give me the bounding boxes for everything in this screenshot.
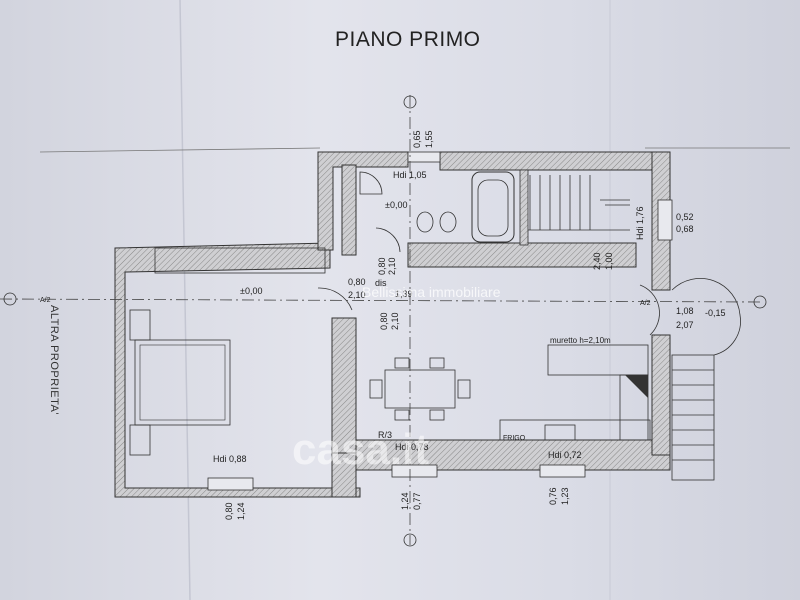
bathtub — [471, 171, 515, 243]
label-hdi-072: Hdi 0,72 — [548, 450, 582, 460]
sofa-top — [154, 247, 326, 274]
label-dim-124b: 1,24 — [400, 492, 410, 510]
label-dim-210b: 2,10 — [348, 290, 366, 300]
bathtub-inner — [477, 179, 509, 237]
label-dim-076: 0,76 — [548, 487, 558, 505]
label-hdi-stair: Hdi 1,76 — [635, 206, 645, 240]
label-dim-065: 0,65 — [412, 130, 422, 148]
label-bath-level: ±0,00 — [385, 200, 407, 210]
wall-corridor — [407, 242, 637, 268]
fireplace-icon — [625, 375, 648, 398]
label-r3: R/3 — [378, 430, 392, 440]
external-staircase — [671, 278, 741, 481]
door-swing-bath — [375, 227, 401, 253]
label-hdi-088: Hdi 0,88 — [213, 454, 247, 464]
label-dim-080b: 0,80 — [348, 277, 366, 287]
wall-right-bottom — [651, 334, 671, 456]
bed — [134, 339, 231, 426]
label-dim-015: -0,15 — [705, 308, 726, 318]
label-dim-108: 1,08 — [676, 306, 694, 316]
window-stair — [657, 199, 673, 241]
label-dim-139: 1,39 — [395, 289, 413, 299]
label-dim-100: 1,00 — [604, 252, 614, 270]
dining-chairs — [369, 357, 471, 421]
bed-inner — [139, 344, 226, 421]
window-left — [207, 477, 254, 491]
label-dim-068: 0,68 — [676, 224, 694, 234]
window-right — [539, 464, 586, 478]
bidet — [439, 211, 457, 233]
label-dim-080c: 0,80 — [379, 312, 389, 330]
nightstand — [129, 309, 151, 341]
label-dim-077: 0,77 — [412, 492, 422, 510]
wall-stair — [519, 169, 529, 246]
side-label: ALTRA PROPRIETA' — [48, 305, 60, 415]
window-top — [407, 151, 441, 163]
wall-top — [439, 151, 671, 171]
watermark-brand: casa.it — [292, 425, 429, 474]
bath-door-swing — [359, 171, 383, 195]
door-swing-left — [317, 287, 353, 311]
window-center — [391, 464, 438, 478]
section-axis-line — [0, 298, 761, 303]
label-frigo: FRIGO — [503, 435, 526, 442]
plan-title: PIANO PRIMO — [335, 28, 481, 51]
toilet — [416, 211, 434, 233]
muretto-counter — [547, 344, 649, 376]
wall-center — [331, 317, 357, 454]
label-hdi-top: Hdi 1,05 — [393, 170, 427, 180]
label-hdi-073: Hdi 0,73 — [395, 442, 429, 452]
label-axis-a: A/2 — [40, 297, 51, 304]
dining-table — [384, 369, 456, 409]
section-marker — [403, 533, 417, 547]
label-living-level: ±0,00 — [240, 286, 262, 296]
wall-left-outer — [114, 242, 361, 498]
label-dis: dis — [375, 278, 387, 288]
wall-bottom-left — [331, 452, 357, 498]
kitchen-sink — [544, 424, 576, 441]
door-swing-entrance — [639, 284, 660, 336]
label-dim-207: 2,07 — [676, 320, 694, 330]
internal-staircase — [528, 175, 630, 231]
section-marker — [403, 95, 417, 109]
label-axis-b: A/2 — [640, 300, 651, 307]
property-line — [39, 147, 321, 153]
label-dim-080d: 0,80 — [224, 502, 234, 520]
label-dim-155: 1,55 — [424, 130, 434, 148]
watermark-agency: Bellissima immobiliare — [362, 284, 501, 300]
label-dim-080a: 0,80 — [377, 257, 387, 275]
section-marker — [753, 295, 767, 309]
label-dim-052: 0,52 — [676, 212, 694, 222]
label-dim-210a: 2,10 — [387, 257, 397, 275]
label-dim-124a: 1,24 — [236, 502, 246, 520]
nightstand — [129, 424, 151, 456]
label-muretto: muretto h=2,10m — [550, 336, 611, 345]
wall-bath-left — [341, 164, 357, 256]
section-marker — [3, 292, 17, 306]
label-dim-240: 2,40 — [592, 252, 602, 270]
label-dim-210c: 2,10 — [390, 312, 400, 330]
label-dim-123: 1,23 — [560, 487, 570, 505]
